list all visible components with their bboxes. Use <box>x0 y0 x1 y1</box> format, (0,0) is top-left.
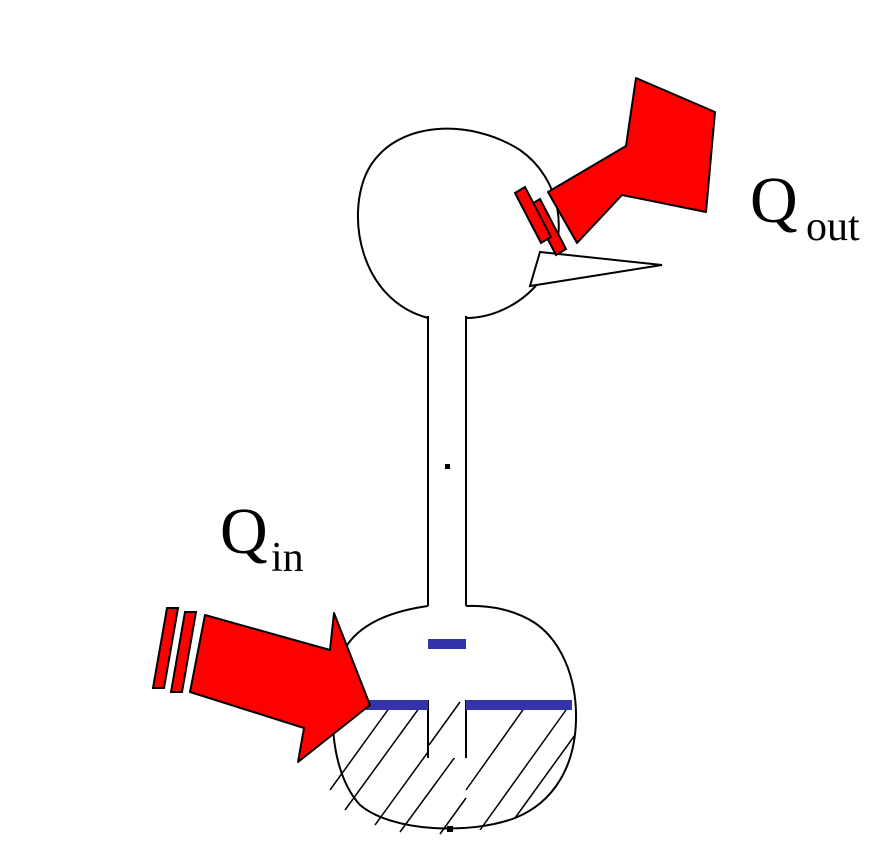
heat-out-arrow <box>513 77 716 257</box>
q-out-label: Q out <box>750 164 860 250</box>
q-in-label: Q in <box>220 495 304 581</box>
stem-inner-gap <box>429 700 465 758</box>
heat-in-arrow <box>151 607 371 763</box>
q-in-subscript: in <box>271 535 304 581</box>
bulb-liquid-level-left <box>362 700 428 710</box>
top-bulb <box>356 127 560 319</box>
tube-hatch-line <box>428 701 461 746</box>
tube-liquid-level <box>428 639 466 649</box>
q-out-symbol: Q <box>750 164 798 237</box>
liquid-level-lines <box>362 639 572 710</box>
pointer-wedge <box>528 250 663 288</box>
bulb-liquid-level-right <box>466 700 572 710</box>
q-in-symbol: Q <box>220 495 268 568</box>
bottom-marker-dot <box>447 826 453 832</box>
q-out-subscript: out <box>806 204 860 250</box>
stem-marker-dot <box>445 464 450 469</box>
